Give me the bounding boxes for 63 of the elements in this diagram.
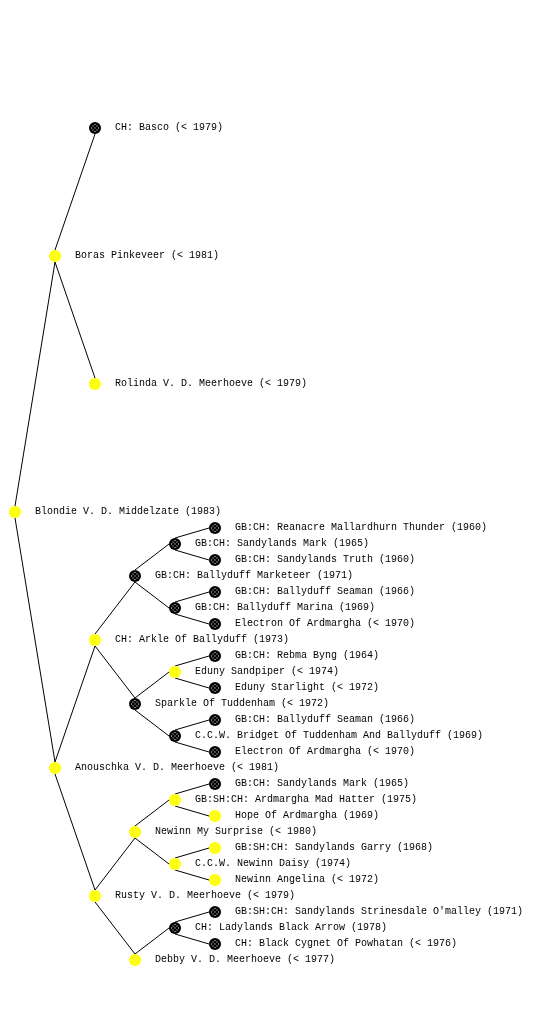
connector-line — [54, 261, 96, 379]
name-label: GB:CH: Reanacre Mallardhurn Thunder (1960) — [235, 522, 488, 534]
name-label: CH: Black Cygnet Of Powhatan (< 1976) — [235, 938, 458, 950]
connector-line — [174, 613, 210, 625]
connector-line — [94, 837, 136, 891]
connector-line — [94, 645, 136, 699]
name-label: CH: Arkle Of Ballyduff (1973) — [115, 634, 290, 646]
name-label: Boras Pinkeveer (< 1981) — [75, 250, 220, 262]
connector-line — [94, 901, 136, 955]
name-label: GB:CH: Ballyduff Seaman (1966) — [235, 714, 416, 726]
connector-line — [174, 549, 210, 561]
connector-line — [174, 869, 210, 881]
connector-line — [134, 837, 170, 865]
name-label: GB:SH:CH: Ardmargha Mad Hatter (1975) — [195, 794, 418, 806]
name-label: GB:CH: Sandylands Mark (1965) — [235, 778, 410, 790]
connector-line — [134, 543, 170, 571]
name-label: Newinn My Surprise (< 1980) — [155, 826, 318, 838]
name-label: C.C.W. Newinn Daisy (1974) — [195, 858, 352, 870]
name-label: Electron Of Ardmargha (< 1970) — [235, 618, 416, 630]
name-label: GB:CH: Ballyduff Seaman (1966) — [235, 586, 416, 598]
name-label: Blondie V. D. Middelzate (1983) — [35, 506, 222, 518]
name-label: GB:CH: Ballyduff Marina (1969) — [195, 602, 376, 614]
name-label: Electron Of Ardmargha (< 1970) — [235, 746, 416, 758]
connector-line — [134, 799, 170, 827]
name-label: Debby V. D. Meerhoeve (< 1977) — [155, 954, 336, 966]
connector-line — [14, 517, 56, 763]
connector-line — [174, 911, 210, 923]
name-label: Sparkle Of Tuddenham (< 1972) — [155, 698, 330, 710]
name-label: Rusty V. D. Meerhoeve (< 1979) — [115, 890, 296, 902]
connector-line — [174, 847, 210, 859]
name-label: Hope Of Ardmargha (1969) — [235, 810, 380, 822]
name-label: GB:SH:CH: Sandylands Strinesdale O'malley (1971) — [235, 906, 524, 918]
connector-line — [174, 783, 210, 795]
name-label: Eduny Starlight (< 1972) — [235, 682, 380, 694]
connector-line — [174, 527, 210, 539]
name-label: GB:SH:CH: Sandylands Garry (1968) — [235, 842, 434, 854]
name-label: GB:CH: Rebma Byng (1964) — [235, 650, 380, 662]
connector-line — [14, 261, 56, 507]
connector-line — [174, 719, 210, 731]
connector-line — [174, 933, 210, 945]
name-label: Eduny Sandpiper (< 1974) — [195, 666, 340, 678]
name-label: GB:CH: Sandylands Mark (1965) — [195, 538, 370, 550]
connector-line — [174, 591, 210, 603]
connector-line — [174, 677, 210, 689]
connector-line — [54, 645, 96, 763]
name-label: GB:CH: Ballyduff Marketeer (1971) — [155, 570, 354, 582]
connector-line — [134, 709, 170, 737]
connector-line — [174, 741, 210, 753]
connector-line — [174, 655, 210, 667]
connector-line — [54, 773, 96, 891]
connector-line — [134, 671, 170, 699]
name-label: CH: Basco (< 1979) — [115, 122, 224, 134]
connector-line — [54, 133, 96, 251]
name-label: C.C.W. Bridget Of Tuddenham And Ballyduff (1969) — [195, 730, 484, 742]
name-label: GB:CH: Sandylands Truth (1960) — [235, 554, 416, 566]
name-label: Rolinda V. D. Meerhoeve (< 1979) — [115, 378, 308, 390]
name-label: CH: Ladylands Black Arrow (1978) — [195, 922, 388, 934]
name-label: Anouschka V. D. Meerhoeve (< 1981) — [75, 762, 280, 774]
connector-line — [94, 581, 136, 635]
connector-line — [134, 927, 170, 955]
connector-line — [134, 581, 170, 609]
name-label: Newinn Angelina (< 1972) — [235, 874, 380, 886]
connector-line — [174, 805, 210, 817]
